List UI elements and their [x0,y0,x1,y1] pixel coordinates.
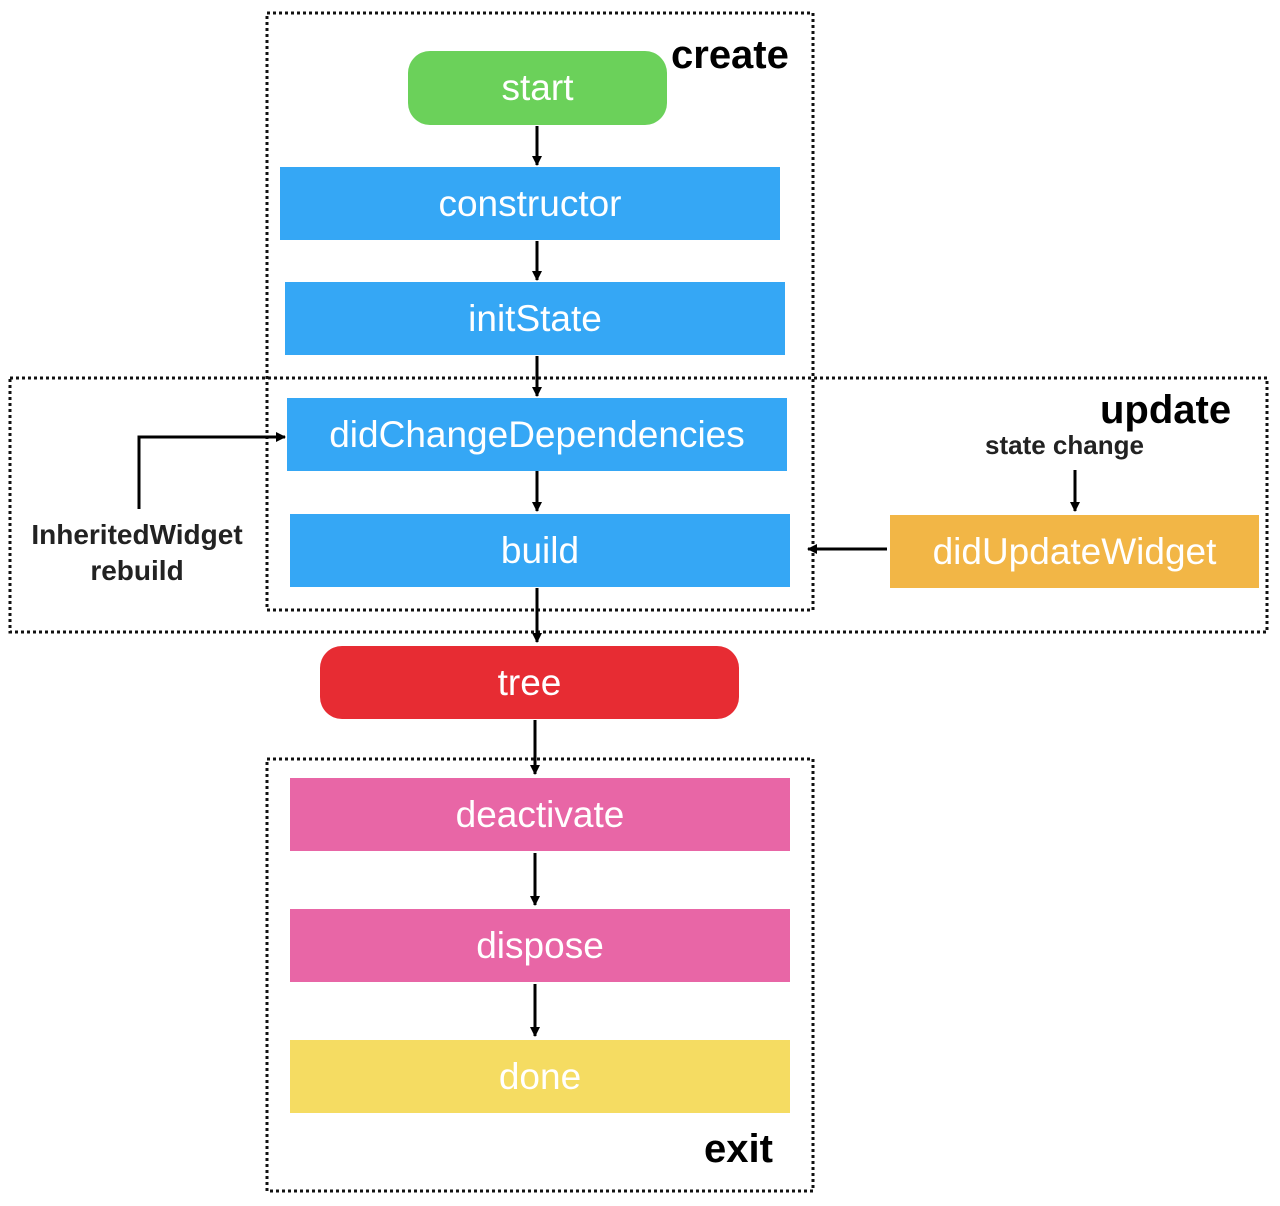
exit-group-border [265,757,815,1193]
didchangedependencies-node: didChangeDependencies [287,398,787,471]
build-node: build [290,514,790,587]
arrow-inheritedwidget-to-didchangedependencies [137,432,286,509]
update-group-border [8,376,1269,634]
deactivate-node: deactivate [290,778,790,851]
create-group-label: create [671,33,789,77]
inheritedwidget-label: InheritedWidget [31,519,243,550]
start-node: start [408,51,667,125]
constructor-node: constructor [280,167,780,240]
update-group-label: update [1100,388,1232,432]
initstate-node: initState [285,282,785,355]
exit-group-label: exit [704,1127,773,1171]
didupdatewidget-node: didUpdateWidget [890,515,1259,588]
create-group-border [265,11,815,612]
dispose-node: dispose [290,909,790,982]
tree-node: tree [320,646,739,719]
state-change-label: state change [985,430,1144,460]
done-node: done [290,1040,790,1113]
inheritedwidget-rebuild-label: rebuild [90,555,184,586]
